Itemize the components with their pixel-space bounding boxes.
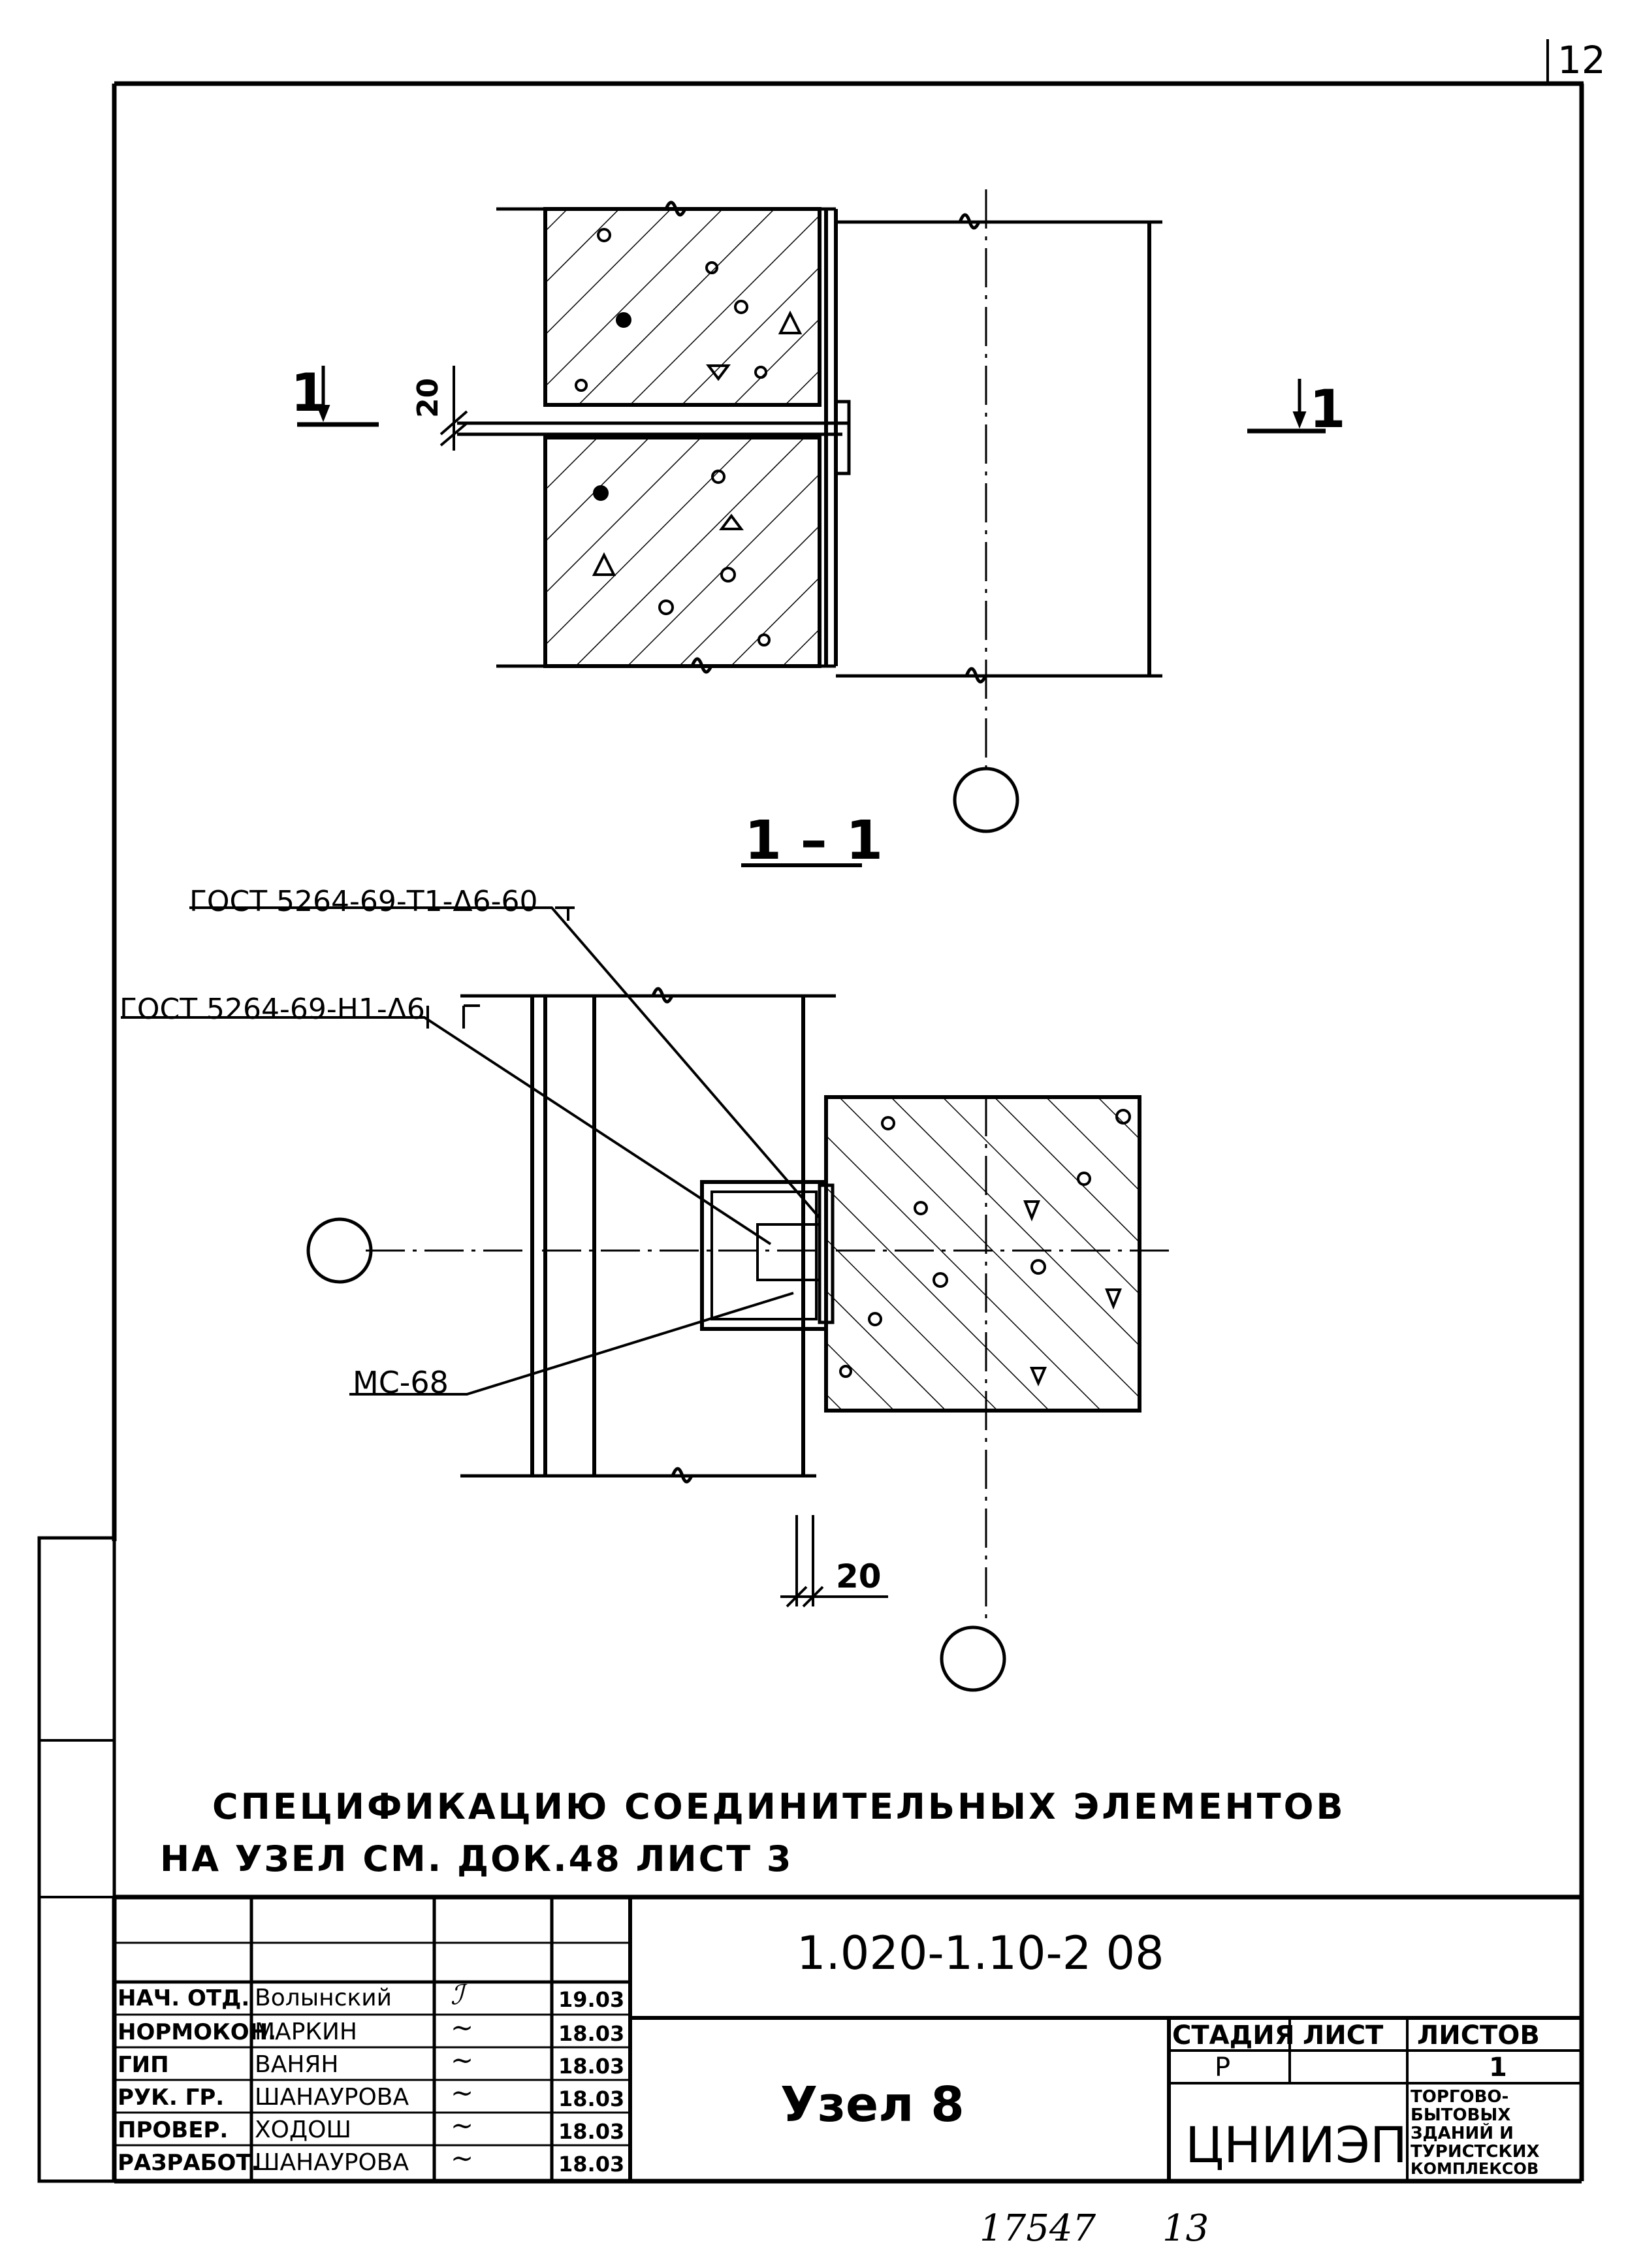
row-date: 18.03 (558, 2054, 625, 2079)
spec-note-line1: СПЕЦИФИКАЦИЮ СОЕДИНИТЕЛЬНЫХ ЭЛЕМЕНТОВ (212, 1786, 1346, 1827)
aggregate-marks-beam (839, 1109, 1131, 1387)
row-role: НАЧ. ОТД. (118, 1985, 250, 2011)
signature: ~ (451, 2109, 474, 2141)
org-desc-4: ТУРИСТСКИХ (1411, 2142, 1540, 2162)
signature: ~ (451, 2077, 474, 2109)
spec-note-line2: НА УЗЕЛ СМ. ДОК.48 ЛИСТ 3 (160, 1838, 793, 1879)
row-role: НОРМОКОН. (118, 2019, 277, 2045)
section-mark-left: 1 (291, 362, 327, 423)
row-name: МАРКИН (255, 2019, 357, 2045)
section-label: 1 – 1 (744, 810, 884, 872)
row-role: ПРОВЕР. (118, 2117, 229, 2143)
row-name: ШАНАУРОВА (255, 2084, 409, 2111)
row-name: ВАНЯН (255, 2051, 339, 2078)
axis-bubble-top (953, 767, 1019, 833)
stage-value: Р (1215, 2052, 1231, 2083)
axis-bubble-bottom (940, 1625, 1006, 1692)
bottom-detail (121, 906, 1169, 1692)
row-role: ГИП (118, 2052, 169, 2078)
org-desc-5: КОМПЛЕКСОВ (1411, 2160, 1539, 2178)
row-date: 18.03 (558, 2021, 625, 2046)
dimension-bottom: 20 (836, 1557, 882, 1595)
top-detail (297, 189, 1326, 867)
sheets-value: 1 (1489, 2052, 1507, 2083)
page-number: 12 (1557, 38, 1606, 82)
signature: ~ (451, 2011, 474, 2043)
org-desc-3: ЗДАНИЙ И (1411, 2124, 1514, 2143)
row-date: 19.03 (558, 1987, 625, 2012)
row-date: 18.03 (558, 2086, 625, 2111)
row-role: РУК. ГР. (118, 2084, 225, 2111)
header-sheets: ЛИСТОВ (1417, 2020, 1540, 2051)
row-date: 18.03 (558, 2152, 625, 2177)
signature: ~ (451, 2142, 474, 2174)
signature: ℐ (451, 1979, 464, 2011)
row-name: ШАНАУРОВА (255, 2149, 409, 2176)
header-sheet: ЛИСТ (1303, 2020, 1384, 2051)
axis-bubble-left (306, 1217, 373, 1284)
header-stage: СТАДИЯ (1172, 2020, 1295, 2051)
beam-concrete-block (824, 1095, 1141, 1413)
sheet-frame (37, 39, 1584, 2183)
gost-callout-top: ГОСТ 5264-69-Т1-Δ6-60 (189, 885, 538, 918)
row-date: 18.03 (558, 2119, 625, 2144)
org-desc-1: ТОРГОВО- (1411, 2087, 1509, 2107)
row-role: РАЗРАБОТ. (118, 2150, 260, 2176)
upper-concrete-block (543, 207, 822, 407)
mc-callout: МС-68 (353, 1365, 449, 1400)
aggregate-marks (575, 228, 803, 647)
archive-number: 17547 (980, 2207, 1096, 2250)
signature: ~ (451, 2044, 474, 2076)
row-name: Волынский (255, 1985, 392, 2011)
dimension-top: 20 (411, 377, 445, 418)
lower-concrete-block (543, 436, 822, 668)
section-mark-right: 1 (1309, 379, 1346, 439)
page-count-number: 13 (1162, 2207, 1209, 2250)
drawing-title: Узел 8 (780, 2077, 965, 2133)
org-name: ЦНИИЭП (1185, 2116, 1408, 2174)
gost-callout-mid: ГОСТ 5264-69-Н1-Δ6 (120, 993, 425, 1026)
org-desc-2: БЫТОВЫХ (1411, 2105, 1511, 2125)
row-name: ХОДОШ (255, 2116, 351, 2143)
document-code: 1.020-1.10-2 08 (797, 1926, 1164, 1980)
title-block-grid (112, 1894, 1582, 2184)
